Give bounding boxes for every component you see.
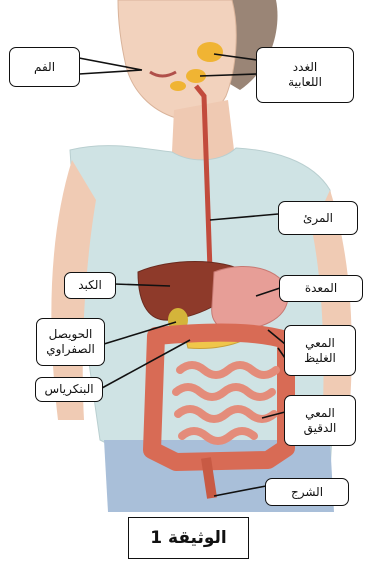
label-gallbladder-line2: الصفراوي bbox=[46, 342, 95, 357]
label-salivary-glands-line2: اللعابية bbox=[288, 75, 322, 90]
label-gallbladder: الحويصل الصفراوي bbox=[36, 318, 105, 366]
rectum-organ bbox=[206, 458, 212, 498]
label-anus: الشرج bbox=[265, 478, 349, 506]
figure-caption-text: الوثيقة 1 bbox=[150, 528, 227, 548]
label-salivary-glands: الغدد اللعابية bbox=[256, 47, 354, 103]
label-large-intestine-line2: الغليظ bbox=[304, 351, 336, 366]
label-anus-text: الشرج bbox=[291, 485, 323, 500]
label-small-intestine-line1: المعي bbox=[305, 406, 335, 421]
salivary-gland-parotid bbox=[197, 42, 223, 62]
label-large-intestine: المعي الغليظ bbox=[284, 325, 356, 376]
label-stomach-text: المعدة bbox=[305, 281, 337, 296]
label-mouth: الفم bbox=[9, 47, 80, 87]
label-pancreas: البنكرياس bbox=[35, 377, 103, 402]
label-gallbladder-line1: الحويصل bbox=[49, 327, 93, 342]
label-liver-text: الكبد bbox=[78, 278, 102, 293]
salivary-gland-sublingual bbox=[170, 81, 186, 91]
label-stomach: المعدة bbox=[279, 275, 363, 302]
label-mouth-text: الفم bbox=[34, 60, 55, 75]
label-pancreas-text: البنكرياس bbox=[44, 382, 93, 397]
figure-caption: الوثيقة 1 bbox=[128, 517, 249, 559]
label-small-intestine: المعي الدقيق bbox=[284, 395, 356, 446]
label-esophagus-text: المرئ bbox=[303, 211, 333, 226]
label-liver: الكبد bbox=[64, 272, 116, 299]
label-salivary-glands-line1: الغدد bbox=[293, 60, 317, 75]
head bbox=[118, 0, 236, 119]
label-large-intestine-line1: المعي bbox=[305, 336, 335, 351]
label-small-intestine-line2: الدقيق bbox=[304, 421, 337, 436]
label-esophagus: المرئ bbox=[278, 201, 358, 235]
